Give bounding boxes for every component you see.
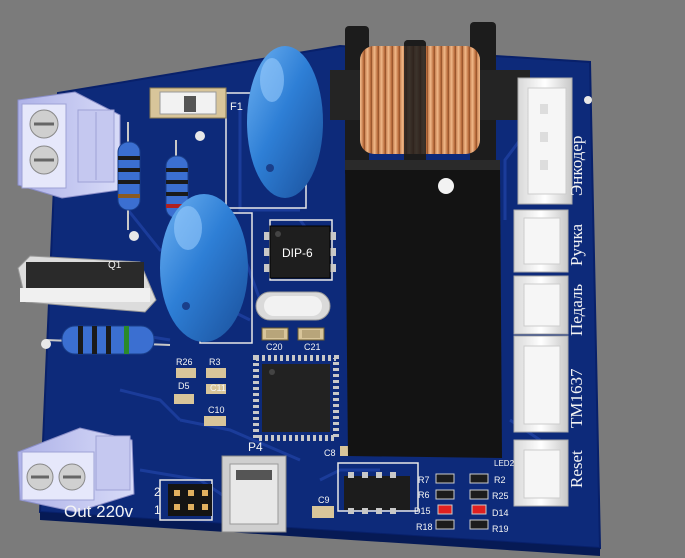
- connector-reset: [513, 439, 569, 507]
- x-capacitor-bottom: [160, 194, 248, 342]
- led-d15: [437, 504, 453, 515]
- soic-chip: [344, 472, 410, 514]
- dip6-chip-label: DIP-6: [282, 246, 313, 260]
- label-r3: R3: [209, 357, 221, 367]
- label-d15: D15: [414, 506, 431, 516]
- label-encoder: Энкодер: [567, 136, 586, 196]
- label-p4: P4: [248, 440, 263, 454]
- dip6-chip: [264, 225, 336, 279]
- label-d5: D5: [178, 381, 190, 391]
- terminal-block-bottom: [17, 427, 135, 513]
- label-c8: C8: [324, 448, 336, 458]
- usb-connector: [221, 455, 287, 533]
- label-tm1637: TM1637: [567, 368, 586, 428]
- label-out-220v: Out 220v: [64, 502, 133, 521]
- connector-encoder: [517, 77, 573, 205]
- mounting-holes: [41, 96, 592, 349]
- label-r6: R6: [418, 490, 430, 500]
- label-pin2: 2: [154, 485, 161, 499]
- inductor-coil: [330, 22, 530, 176]
- led-d14: [471, 504, 487, 515]
- terminal-block-top: [17, 91, 121, 199]
- relay: [345, 160, 502, 458]
- label-q1: Q1: [108, 260, 122, 271]
- connector-tm1637: [513, 335, 569, 433]
- smd-capacitors: [174, 327, 358, 518]
- resistor-vertical-1: [117, 122, 141, 230]
- pin-header: [168, 484, 212, 516]
- label-c11: C11: [210, 383, 226, 393]
- label-r26: R26: [176, 357, 193, 367]
- label-c10: C10: [208, 405, 225, 415]
- x-capacitor-top: [247, 46, 323, 198]
- label-r7: R7: [418, 475, 430, 485]
- label-r25: R25: [492, 491, 509, 501]
- crystal-oscillator: [255, 291, 331, 321]
- label-r18: R18: [416, 522, 433, 532]
- label-pedal: Педаль: [567, 284, 586, 336]
- label-c9: C9: [318, 495, 330, 505]
- label-handle: Ручка: [567, 223, 586, 266]
- label-f1: F1: [230, 101, 243, 113]
- label-c21: C21: [304, 342, 321, 352]
- smd-resistors-right: [435, 473, 489, 530]
- resistor-horizontal: [45, 325, 171, 355]
- microcontroller: [253, 355, 339, 441]
- label-c20: C20: [266, 342, 283, 352]
- silkscreen-labels: F1 Q1 C20 C21 R26 R3 D5 C11 C10 P4 C8 C9…: [64, 101, 586, 534]
- label-r19: R19: [492, 524, 509, 534]
- label-led2: LED2: [494, 459, 515, 468]
- connector-pedal: [513, 275, 569, 335]
- fuse-holder: [149, 87, 227, 119]
- connector-handle: [513, 209, 569, 273]
- pcb-board-edge: [40, 512, 600, 556]
- label-reset: Reset: [567, 450, 586, 488]
- label-d14: D14: [492, 508, 509, 518]
- label-r2: R2: [494, 475, 506, 485]
- transistor-q1: [17, 255, 157, 313]
- label-pin1: 1: [154, 503, 161, 517]
